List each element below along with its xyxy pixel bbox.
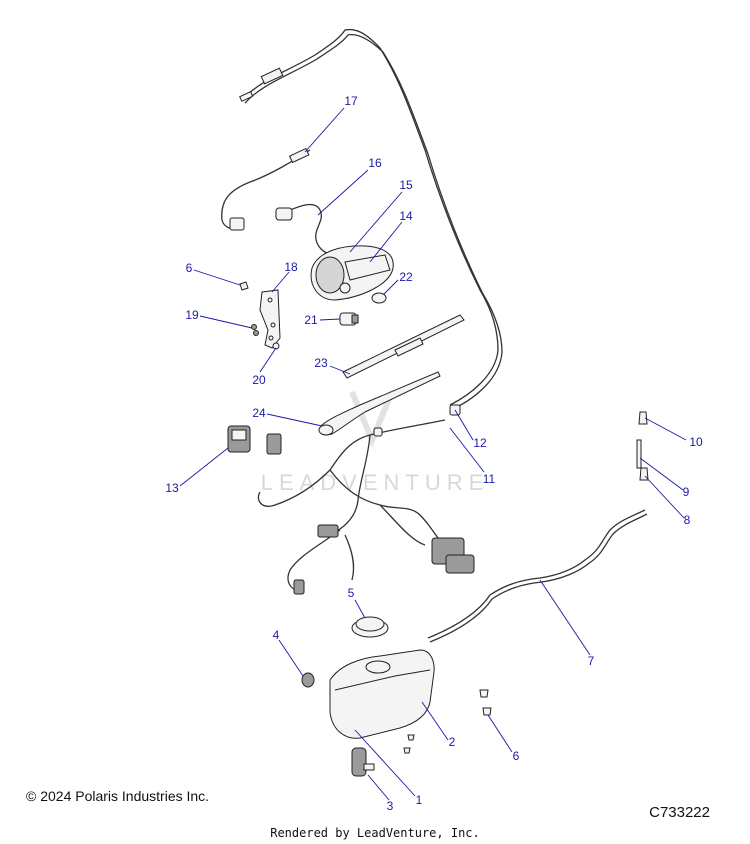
callout-21: 21 [304, 313, 318, 327]
part-22-grommet [371, 292, 387, 304]
part-5-cap [351, 616, 389, 638]
callout-2: 2 [449, 735, 456, 749]
callout-16: 16 [368, 156, 382, 170]
callout-8: 8 [684, 513, 691, 527]
fasteners-upper [239, 281, 280, 350]
callout-17: 17 [344, 94, 358, 108]
callout-22: 22 [399, 270, 413, 284]
wiper-motor [310, 245, 394, 301]
callout-1: 1 [416, 793, 423, 807]
part-16-hose [275, 203, 339, 259]
callout-10: 10 [689, 435, 703, 449]
callout-18: 18 [284, 260, 298, 274]
callout-11: 11 [483, 472, 496, 486]
callout-15: 15 [399, 178, 413, 192]
fasteners-lower [403, 689, 492, 754]
part-11-harness [257, 404, 475, 595]
figure-code: C733222 [649, 804, 710, 821]
part-17-hose [221, 147, 311, 231]
part-23-wiper-blade [342, 314, 465, 379]
copyright-notice: © 2024 Polaris Industries Inc. [26, 788, 210, 804]
callout-20: 20 [252, 373, 266, 387]
callout-6-lower: 6 [513, 749, 520, 763]
watermark-text: LEADVENTURE [261, 470, 490, 495]
watermark: LEADVENTURE [261, 390, 490, 495]
callouts: 17 16 15 14 6 18 22 19 21 20 23 24 12 11… [165, 94, 703, 813]
part-2-reservoir [329, 649, 435, 739]
callout-24: 24 [252, 406, 266, 420]
part-24-wiper-arm [318, 371, 441, 436]
part-3-pump [351, 747, 375, 777]
callout-7: 7 [588, 654, 595, 668]
callout-5: 5 [348, 586, 355, 600]
callout-6-upper: 6 [186, 261, 193, 275]
callout-23: 23 [314, 356, 328, 370]
callout-13: 13 [165, 481, 179, 495]
washer-hose-upper [239, 28, 503, 410]
part-4-grommet [301, 672, 315, 688]
part-18-bracket [259, 289, 281, 349]
leader-lines [179, 107, 687, 801]
callout-4: 4 [273, 628, 280, 642]
callout-19: 19 [185, 308, 199, 322]
part-13-switch [227, 425, 251, 453]
rendered-by: Rendered by LeadVenture, Inc. [270, 826, 480, 840]
callout-14: 14 [399, 209, 413, 223]
callout-9: 9 [683, 485, 690, 499]
part-7-tube [427, 509, 648, 643]
callout-12: 12 [473, 436, 487, 450]
fittings-8-9-10 [636, 411, 649, 481]
part-21-pivot [339, 312, 359, 326]
callout-3: 3 [387, 799, 394, 813]
